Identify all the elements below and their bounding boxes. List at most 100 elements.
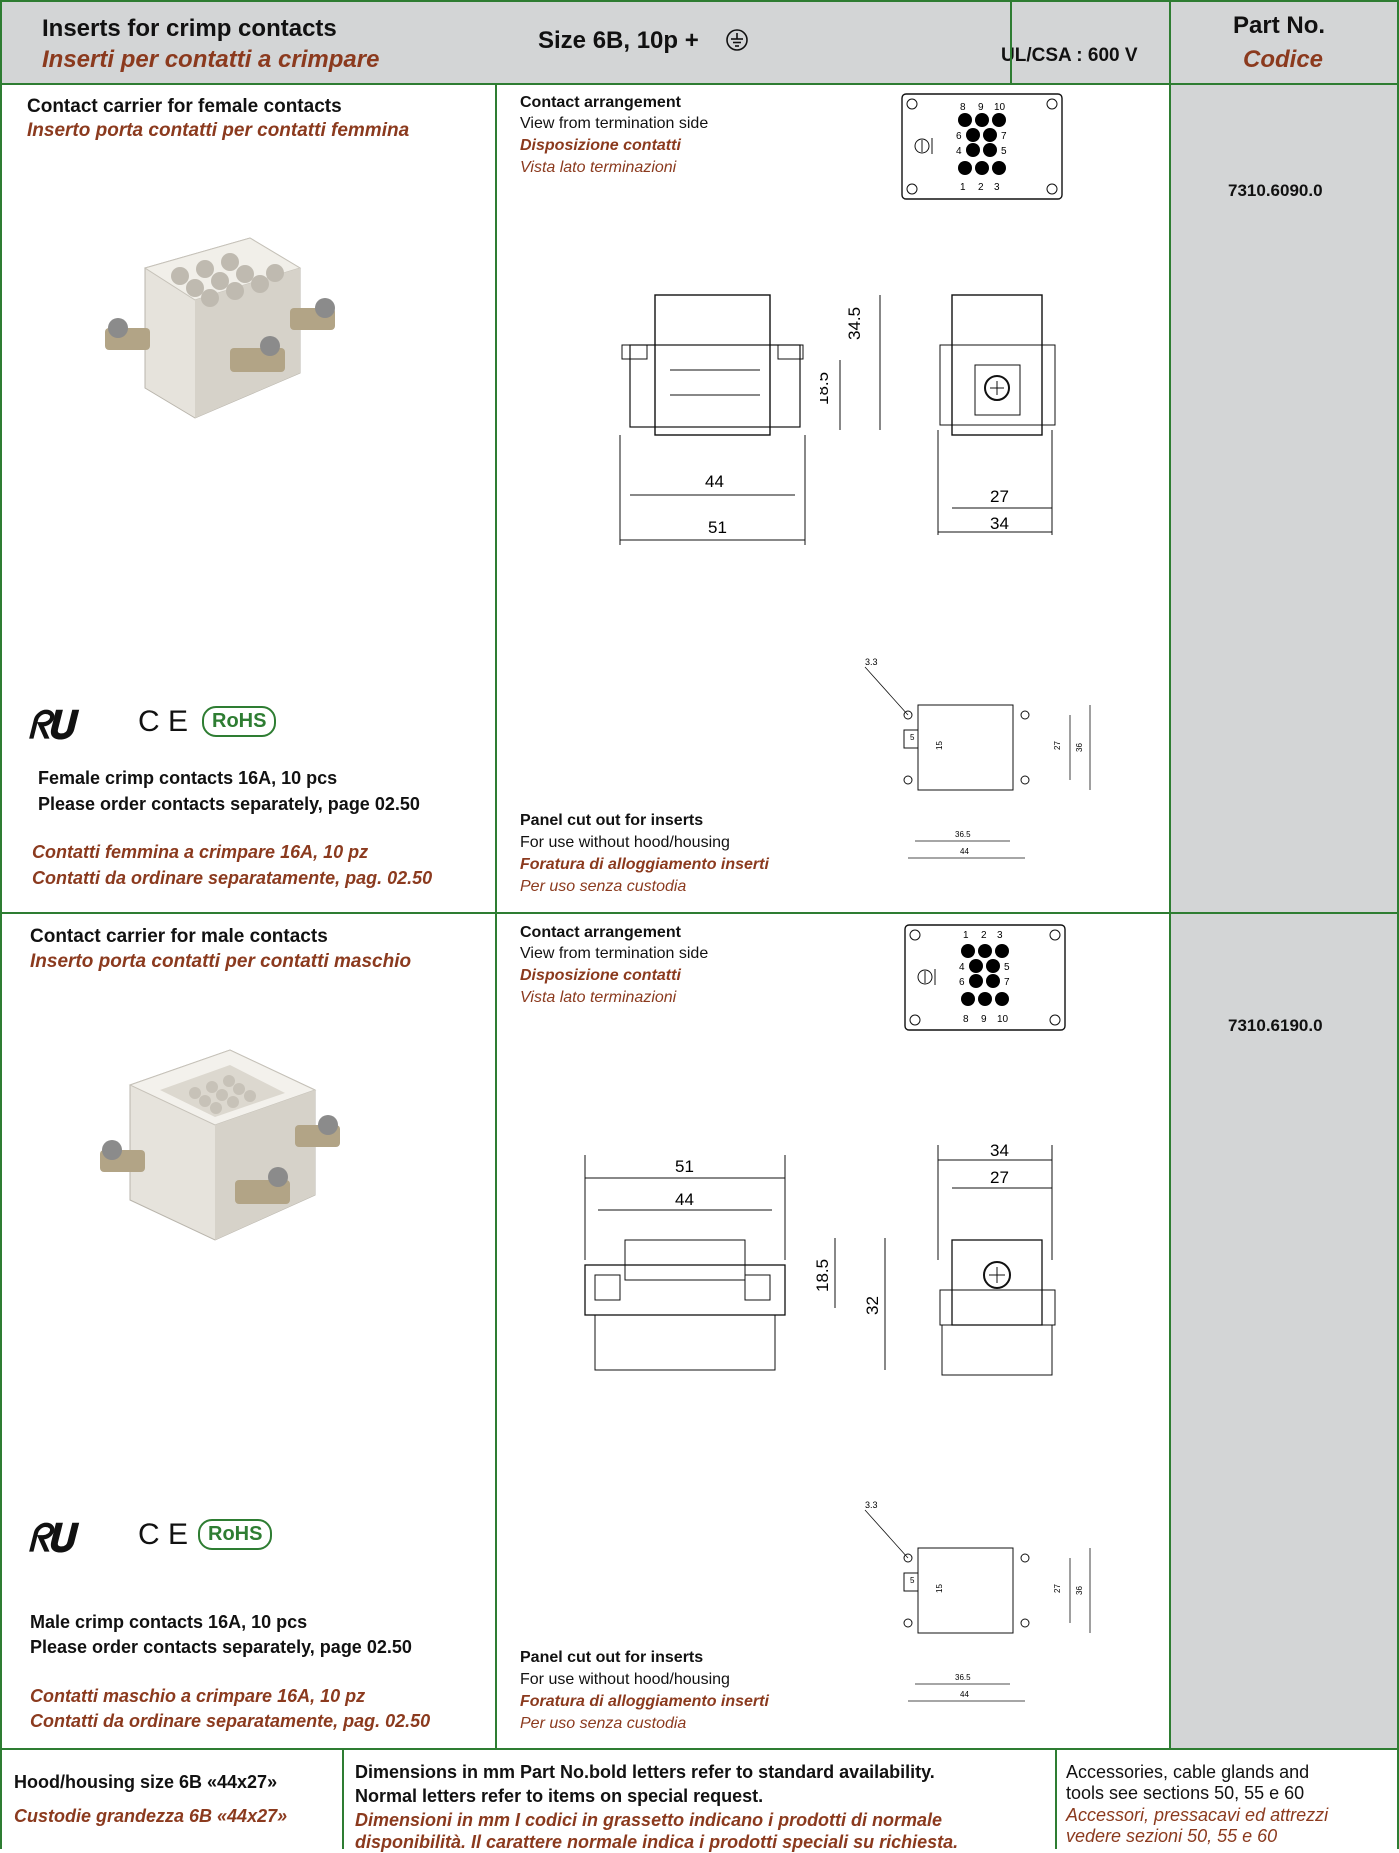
ul-logo: ᖇ𝐔: [28, 1518, 75, 1560]
footer-dims-it1: Dimensioni in mm I codici in grassetto i…: [355, 1810, 943, 1830]
pin-label: 7: [1001, 131, 1007, 142]
male-arrangement-it: Disposizione contatti: [520, 967, 681, 984]
footer-hood-it: Custodie grandezza 6B «44x27»: [14, 1806, 288, 1826]
pin-label: 2: [981, 930, 987, 941]
female-part-number: 7310.6090.0: [1228, 181, 1323, 200]
female-panel-en: Panel cut out for inserts: [520, 812, 704, 829]
earth-ground-icon: [726, 29, 748, 51]
male-note2-it: Contatti da ordinare separatamente, pag.…: [30, 1711, 431, 1731]
dim-27-cut: 27: [1053, 741, 1062, 750]
pin-label: 1: [960, 182, 966, 193]
dim-27: 27: [990, 1168, 1009, 1187]
pin-label: 10: [994, 102, 1006, 113]
female-side-drawing: 27 34: [937, 294, 1056, 535]
row-divider: [0, 912, 1399, 914]
dim-18-5: 18.5: [820, 372, 832, 405]
ce-mark-icon: C E: [138, 705, 189, 738]
ce-mark-icon: C E: [138, 1518, 189, 1551]
dim-15: 15: [935, 1584, 944, 1593]
female-height-dims: 34.5 18.5: [820, 295, 881, 430]
footer-dims-en2: Normal letters refer to items on special…: [355, 1786, 764, 1806]
footer-acc-it2: vedere sezioni 50, 55 e 60: [1066, 1826, 1278, 1846]
female-arrangement-view-it: Vista lato terminazioni: [520, 159, 677, 176]
dim-27-cut: 27: [1053, 1584, 1062, 1593]
dim-5: 5: [910, 1576, 915, 1585]
footer-hood-en: Hood/housing size 6B «44x27»: [14, 1772, 278, 1792]
pin-label: 7: [1004, 977, 1010, 988]
male-part-number: 7310.6190.0: [1228, 1016, 1323, 1035]
male-panel-cutout: 3.3 5 15 27 36 36.5 44: [864, 1500, 1091, 1702]
female-arrangement-it: Disposizione contatti: [520, 137, 681, 154]
dim-18-5: 18.5: [813, 1259, 832, 1292]
dim-36-5: 36.5: [955, 830, 971, 839]
rohs-badge: RoHS: [202, 706, 277, 737]
male-arrangement-view: View from termination side: [520, 945, 709, 962]
male-side-drawing: 34 27: [937, 1141, 1056, 1376]
male-note1-en: Male crimp contacts 16A, 10 pcs: [30, 1612, 308, 1632]
footer-acc-en1: Accessories, cable glands and: [1066, 1762, 1310, 1782]
dim-51: 51: [675, 1157, 694, 1176]
dim-44: 44: [705, 472, 724, 491]
footer-dims-en1: Dimensions in mm Part No.bold letters re…: [355, 1762, 935, 1782]
footer-divider: [0, 1748, 1399, 1750]
female-panel-cutout: 3.3 5 15 27 36 36.5 44: [864, 657, 1091, 859]
male-arrangement-view-it: Vista lato terminazioni: [520, 989, 677, 1006]
male-front-drawing: 51 44: [584, 1155, 786, 1371]
dim-51: 51: [708, 518, 727, 537]
pin-label: 9: [978, 102, 984, 113]
partno-cell-male: [1171, 914, 1397, 1748]
pin-label: 3: [997, 930, 1003, 941]
header-bar: [0, 0, 1399, 85]
pin-label: 4: [956, 146, 962, 157]
dim-5: 5: [910, 733, 915, 742]
divider-left: [495, 83, 497, 1748]
rohs-badge: RoHS: [198, 1519, 273, 1550]
footer-acc-en2: tools see sections 50, 55 e 60: [1066, 1783, 1305, 1803]
pin-label: 2: [978, 182, 984, 193]
ul-logo: ᖇ𝐔: [28, 705, 75, 747]
footer-divider-1: [342, 1748, 344, 1849]
border-left: [0, 0, 2, 1849]
male-panel-it: Foratura di alloggiamento inserti: [520, 1693, 769, 1710]
partno-header-it: Codice: [1243, 46, 1324, 73]
male-title-it: Inserto porta contatti per contatti masc…: [30, 951, 412, 972]
male-title-en: Contact carrier for male contacts: [30, 926, 328, 947]
female-note2-it: Contatti da ordinare separatamente, pag.…: [32, 868, 433, 888]
dim-34: 34: [990, 514, 1009, 533]
male-panel-en: Panel cut out for inserts: [520, 1649, 704, 1666]
border-right: [1397, 0, 1399, 1849]
male-contact-arrangement: 1 2 3 4 5 6 7 8 9 10: [904, 924, 1066, 1031]
dim-3-3: 3.3: [865, 1500, 878, 1510]
ul-csa-rating: UL/CSA : 600 V: [1001, 45, 1138, 66]
pin-label: 9: [981, 1014, 987, 1025]
pin-label: 8: [963, 1014, 969, 1025]
dim-32: 32: [863, 1296, 882, 1315]
pin-label: 8: [960, 102, 966, 113]
dim-3-3: 3.3: [865, 657, 878, 667]
dim-34: 34: [990, 1141, 1009, 1160]
dim-15: 15: [935, 741, 944, 750]
pin-label: 3: [994, 182, 1000, 193]
male-note2-en: Please order contacts separately, page 0…: [30, 1637, 412, 1657]
female-contact-arrangement: 8 9 10 6 7 4 5 1 2 3: [901, 93, 1063, 200]
female-note1-it: Contatti femmina a crimpare 16A, 10 pz: [32, 842, 369, 862]
male-note1-it: Contatti maschio a crimpare 16A, 10 pz: [30, 1686, 366, 1706]
partno-cell-female: [1171, 85, 1397, 912]
female-panel-use: For use without hood/housing: [520, 834, 730, 851]
female-front-drawing: 44 51: [619, 294, 806, 545]
dim-44-cut: 44: [960, 847, 969, 856]
footer-divider-2: [1055, 1748, 1057, 1849]
title-en: Inserts for crimp contacts: [42, 15, 337, 42]
female-note2-en: Please order contacts separately, page 0…: [38, 794, 420, 814]
dim-44-cut: 44: [960, 1690, 969, 1699]
female-arrangement-view: View from termination side: [520, 115, 709, 132]
female-insert-photo: [105, 237, 335, 419]
male-height-dims: 18.5 32: [813, 1238, 886, 1370]
partno-header-en: Part No.: [1233, 12, 1326, 39]
divider-partno: [1169, 0, 1171, 1748]
size-label: Size 6B, 10p +: [538, 27, 699, 54]
dim-36: 36: [1075, 1586, 1084, 1595]
header-divider-1: [1010, 0, 1012, 83]
dim-34-5: 34.5: [845, 307, 864, 340]
female-arrangement-en: Contact arrangement: [520, 94, 681, 111]
